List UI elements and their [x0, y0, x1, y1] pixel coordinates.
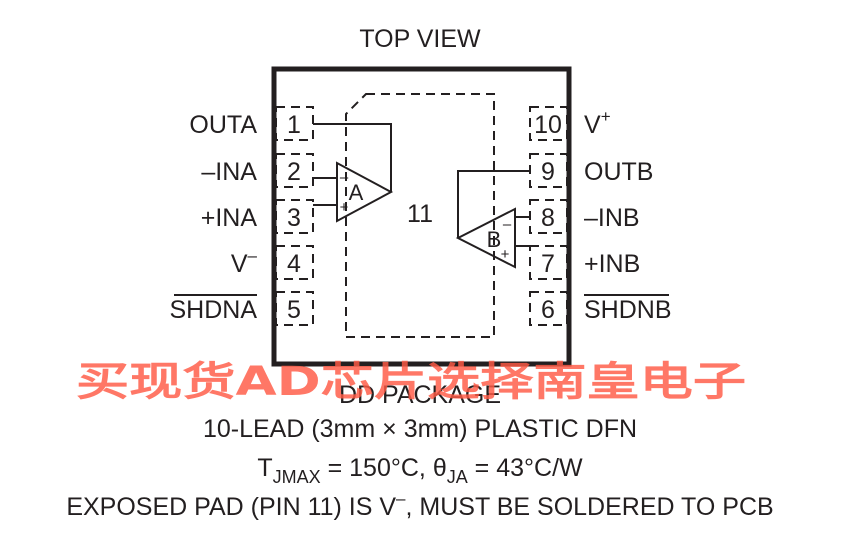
- pin-pad-3: [275, 199, 314, 234]
- pin-number: 10: [534, 111, 562, 139]
- thermal-spec: TJMAX = 150°C, θJA = 43°C/W: [257, 454, 583, 487]
- exposed-pad-note: EXPOSED PAD (PIN 11) IS V–, MUST BE SOLD…: [66, 489, 773, 521]
- pin-pad-2: [275, 153, 314, 188]
- amp-a-label: A: [349, 180, 364, 205]
- pin-label-outb: OUTB: [584, 158, 653, 186]
- v-plus-superscript: +: [601, 107, 611, 126]
- top-view-title: TOP VIEW: [359, 25, 481, 53]
- pin-number: 1: [287, 111, 301, 139]
- pin-label-inb-minus: –INB: [584, 204, 640, 232]
- pin-label-inb-plus: +INB: [584, 250, 640, 278]
- pin-label-ina-plus: +INA: [201, 204, 258, 232]
- pin-label-outa: OUTA: [189, 111, 257, 139]
- amp-a-minus-sign: –: [340, 169, 349, 186]
- pin-label-v-plus: V+: [584, 107, 611, 139]
- pin-pad-4: [275, 245, 314, 280]
- exposed-pad-note-before: EXPOSED PAD (PIN 11) IS V: [66, 493, 396, 521]
- amp-b-plus-sign: +: [501, 246, 510, 263]
- amp-b-label: B: [487, 227, 502, 252]
- pin-number: 8: [541, 204, 555, 232]
- amp-b-output-wire: [457, 170, 530, 238]
- package-outline: [271, 66, 572, 367]
- pin-pad-7: [529, 245, 568, 280]
- pin-pad-5: [275, 291, 314, 326]
- amp-b-minus-sign: –: [503, 216, 512, 233]
- pin-number: 9: [541, 158, 555, 186]
- thermal-theta-subscript: JA: [447, 467, 468, 487]
- thermal-t: T: [257, 454, 272, 482]
- pin-number: 5: [287, 296, 301, 324]
- v-minus-superscript: –: [248, 246, 258, 265]
- pin-number: 7: [541, 250, 555, 278]
- watermark-text: 买现货AD芯片选择南皇电子: [76, 359, 746, 405]
- exposed-pad-note-superscript: –: [396, 489, 406, 508]
- amp-a-output-wire: [313, 123, 392, 192]
- thermal-theta: θ: [433, 454, 447, 482]
- amp-a-triangle: [336, 161, 394, 223]
- pin-label-v-minus: V–: [231, 246, 258, 278]
- amp-a-plus-sign: +: [340, 199, 349, 216]
- exposed-pad: [345, 93, 495, 338]
- pin-pad-6: [529, 291, 568, 326]
- pin-label-v-plus-text: V: [584, 111, 601, 139]
- pin-number: 2: [287, 158, 301, 186]
- thermal-t-subscript: JMAX: [273, 467, 321, 487]
- pin-label-shdnb: SHDNB: [584, 296, 672, 324]
- pin-number: 4: [287, 250, 301, 278]
- package-name: DD PACKAGE: [339, 381, 501, 409]
- pin-label-v-minus-text: V: [231, 250, 248, 278]
- pin-label-ina-minus: –INA: [201, 158, 257, 186]
- exposed-pad-number: 11: [407, 200, 433, 228]
- thermal-t-value: = 150°C,: [321, 454, 433, 482]
- package-description: 10-LEAD (3mm × 3mm) PLASTIC DFN: [203, 415, 637, 443]
- thermal-theta-value: = 43°C/W: [468, 454, 583, 482]
- pin-number: 6: [541, 296, 555, 324]
- exposed-pad-note-after: , MUST BE SOLDERED TO PCB: [406, 493, 774, 521]
- pin-label-shdna: SHDNA: [169, 296, 257, 324]
- amp-b-triangle: [455, 207, 516, 269]
- pin-number: 3: [287, 204, 301, 232]
- pin-pad-10: [529, 106, 568, 141]
